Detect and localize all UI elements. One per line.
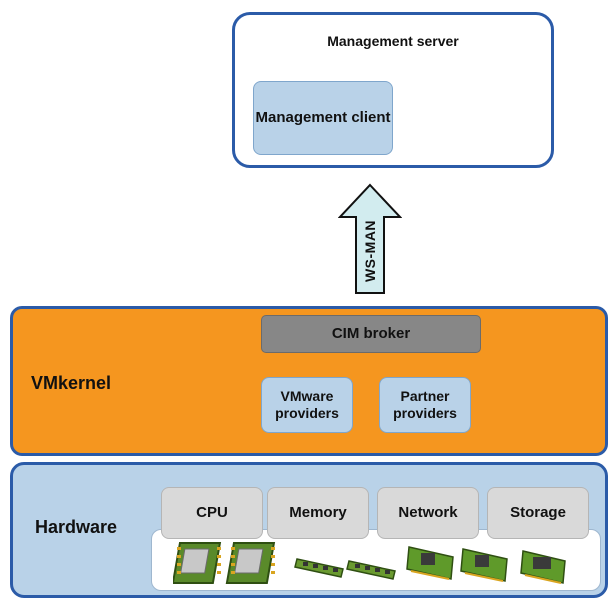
vmware-providers-box: VMware providers bbox=[261, 377, 353, 433]
management-server-box: Management server Management client bbox=[232, 12, 554, 168]
partner-providers-box: Partner providers bbox=[379, 377, 471, 433]
hardware-label: Hardware bbox=[35, 517, 118, 537]
memory-box: Memory bbox=[267, 487, 369, 539]
network-box: Network bbox=[377, 487, 479, 539]
memory-module-icon bbox=[294, 558, 344, 578]
management-server-title: Management server bbox=[327, 33, 459, 49]
vmkernel-box: VMkernel CIM broker VMware providers Par… bbox=[10, 306, 608, 456]
memory-module-icon bbox=[346, 560, 396, 580]
cpu-box: CPU bbox=[161, 487, 263, 539]
storage-box: Storage bbox=[487, 487, 589, 539]
ws-man-label-wrap: WS-MAN bbox=[342, 210, 398, 292]
cpu-chip-icon bbox=[225, 542, 276, 584]
network-card-icon bbox=[406, 546, 454, 580]
cim-broker-box: CIM broker bbox=[261, 315, 481, 353]
management-client-box: Management client bbox=[253, 81, 393, 155]
network-card-icon bbox=[460, 548, 508, 582]
ws-man-label: WS-MAN bbox=[362, 219, 379, 283]
hardware-icons bbox=[173, 542, 566, 584]
cpu-chip-icon bbox=[173, 542, 222, 584]
ws-man-arrow bbox=[338, 183, 402, 294]
vmkernel-label: VMkernel bbox=[31, 373, 112, 393]
hardware-box: Hardware CPU Memory Network Storage bbox=[10, 462, 608, 598]
storage-card-icon bbox=[520, 550, 566, 584]
